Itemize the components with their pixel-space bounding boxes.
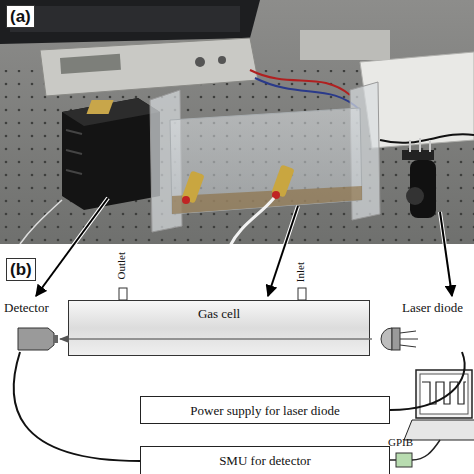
cell-body — [170, 108, 362, 214]
optical-table — [0, 0, 474, 246]
instrument-display — [60, 54, 121, 74]
gpib-cable — [390, 459, 396, 461]
smu-box: SMU for detector — [140, 446, 390, 474]
waveform — [422, 382, 466, 404]
cell-base — [172, 186, 362, 214]
node-label: Gas cell — [69, 306, 369, 321]
laptop-base — [404, 420, 474, 440]
leader-arrow — [268, 206, 298, 296]
laptop-keyboard — [0, 0, 260, 44]
blue-wire — [255, 78, 360, 110]
laser-pin — [400, 339, 418, 340]
port-label: Outlet — [115, 252, 128, 280]
gas-cell: Gas cell — [68, 300, 370, 356]
laptop-screen — [420, 374, 468, 414]
laser-can — [392, 328, 400, 350]
detector-top — [62, 98, 160, 126]
outlet-fitting — [181, 171, 204, 204]
laser-pin — [429, 140, 431, 152]
signal-cable — [14, 352, 140, 461]
node-label: Laser diode — [402, 300, 463, 315]
detector-body — [18, 328, 54, 350]
panel-label: (a) — [6, 5, 35, 28]
keyboard-keys — [10, 6, 240, 32]
leader-halo — [268, 206, 298, 296]
laser-pin — [419, 138, 421, 152]
laser-beam — [60, 338, 372, 340]
port-label: Inlet — [294, 262, 307, 282]
detector-window — [54, 335, 58, 343]
bench-instrument — [40, 38, 258, 96]
detector-plate — [87, 100, 114, 114]
instrument-knob — [218, 56, 226, 64]
instrument-knob — [195, 57, 205, 67]
laser-pin — [400, 331, 416, 333]
laser-dome — [381, 328, 392, 350]
node-label: SMU for detector — [141, 453, 389, 468]
detector-cable — [20, 200, 62, 244]
laptop-screen-frame — [416, 370, 472, 418]
panel-label: (b) — [6, 258, 36, 281]
laser-lens — [406, 187, 424, 205]
node-label: Detector — [4, 300, 49, 315]
detector-node: Detector — [4, 300, 60, 352]
leader-halo — [440, 212, 452, 296]
detector-housing — [62, 98, 160, 210]
inlet-port — [298, 288, 306, 300]
detector-fin — [66, 130, 82, 134]
bus-label: GPIB — [388, 436, 413, 449]
power-supply-box: Power supply for laser diode — [140, 396, 390, 424]
gpib-cable — [412, 440, 440, 460]
leader-halo — [36, 198, 108, 296]
laser-diode-node: Laser diode — [372, 300, 472, 352]
detector-fin — [66, 150, 82, 154]
leader-arrow — [36, 198, 108, 296]
laser-pin — [400, 345, 416, 347]
detector-fin — [66, 170, 82, 174]
node-label: Power supply for laser diode — [141, 403, 389, 418]
fitting-cap — [182, 196, 190, 204]
gpib-connector — [396, 453, 412, 467]
leader-arrow — [440, 212, 452, 296]
black-wire — [380, 134, 474, 143]
power-cable — [390, 352, 465, 410]
back-device — [300, 30, 390, 60]
gas-tube — [230, 198, 274, 246]
outlet-port — [119, 288, 127, 300]
laser-pin — [409, 140, 411, 152]
